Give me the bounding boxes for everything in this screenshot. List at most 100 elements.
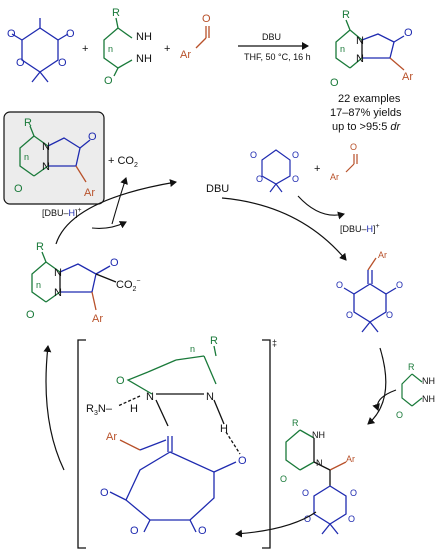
atom-O-top: O — [104, 75, 113, 87]
cycle-meldrum-O-3: O — [256, 174, 263, 184]
dbuh-left-label: [DBU–H]+ — [42, 207, 82, 218]
examples-count: 22 examples — [338, 93, 401, 105]
meldrums-acid-reactant — [11, 18, 69, 83]
knoev-O-1: O — [336, 280, 343, 290]
meldrum-o-3: O — [16, 57, 25, 69]
product-n: n — [340, 44, 345, 54]
plus-sign-2: + — [164, 43, 170, 55]
box-n: n — [24, 152, 29, 162]
arrow-knoev-to-michael — [367, 347, 387, 425]
box-N-1: N — [42, 141, 50, 153]
plus-sign-cycle: + — [314, 163, 320, 175]
transition-state-brackets — [77, 339, 271, 549]
michael-O-2: O — [350, 488, 357, 498]
transition-state-structure — [109, 345, 241, 533]
meldrums-acid-cycle — [261, 149, 291, 193]
michael-adduct — [285, 429, 347, 535]
carbox-R: R — [36, 241, 44, 253]
pyrazolidinone-cycle — [401, 373, 423, 407]
arrow-dbu-to-knoevenagel — [221, 197, 347, 261]
ts-O-1: O — [238, 455, 247, 467]
catalyst-label: DBU — [262, 32, 281, 42]
atom-NH-top-1: NH — [136, 31, 152, 43]
michael-O-4: O — [348, 514, 355, 524]
ts-R: R — [210, 335, 218, 347]
cyc-pyr-NH-2: NH — [422, 394, 435, 404]
cycle-aldehyde-Ar: Ar — [330, 172, 339, 182]
knoev-O-3: O — [346, 310, 353, 320]
aldehyde-Ar: Ar — [180, 49, 191, 61]
conditions-label: THF, 50 °C, 16 h — [244, 52, 311, 62]
atom-n-top: n — [108, 44, 113, 54]
product-O-1: O — [404, 27, 413, 39]
arrow-pyrazolidinone-entry — [372, 389, 397, 411]
knoevenagel-adduct — [343, 257, 397, 333]
atom-R-top: R — [112, 7, 120, 19]
aldehyde-cycle — [345, 154, 358, 173]
cycle-meldrum-O-1: O — [250, 150, 257, 160]
cyc-pyr-O: O — [396, 410, 403, 420]
bicyclic-product — [335, 19, 405, 71]
michael-O-3: O — [304, 514, 311, 524]
box-Ar: Ar — [84, 187, 95, 199]
arrow-decarboxylation — [111, 177, 128, 225]
yield-range: 17–87% yields — [330, 107, 402, 119]
carboxylate-label: CO2− — [116, 278, 141, 293]
ts-O-3: O — [130, 525, 139, 537]
ts-O-2: O — [100, 487, 109, 499]
michael-O-lactam: O — [280, 474, 287, 484]
carboxylate-intermediate — [31, 251, 117, 311]
ts-Ar: Ar — [106, 431, 117, 443]
arrow-ts-to-carboxylate — [43, 345, 65, 471]
knoev-Ar: Ar — [378, 250, 387, 260]
carbox-N-2: N — [54, 287, 62, 299]
arrow-reagent-uptake — [297, 195, 345, 220]
dr-ratio: up to >95:5 dr — [332, 121, 402, 133]
ts-O-lactam: O — [116, 375, 125, 387]
box-O-1: O — [88, 131, 97, 143]
meldrum-o-1: O — [7, 28, 16, 40]
knoev-O-2: O — [396, 280, 403, 290]
michael-Ar: Ar — [346, 454, 355, 464]
knoev-O-4: O — [386, 310, 393, 320]
ts-N-1: N — [146, 391, 154, 403]
cycle-meldrum-O-4: O — [292, 174, 299, 184]
michael-NH: NH — [312, 430, 325, 440]
michael-N: N — [316, 458, 323, 468]
cyc-pyr-NH-1: NH — [422, 376, 435, 386]
aldehyde-O: O — [202, 13, 211, 25]
dbu-center-label: DBU — [206, 183, 229, 195]
ts-n: n — [190, 344, 195, 354]
dbuh-right-label: [DBU–H]+ — [340, 223, 380, 234]
product-O-2: O — [330, 77, 339, 89]
product-N-2: N — [356, 53, 364, 65]
arrow-michael-to-ts — [235, 511, 317, 538]
ts-O-4: O — [198, 525, 207, 537]
carbox-Ar: Ar — [92, 313, 103, 325]
meldrum-o-4: O — [58, 57, 67, 69]
product-highlight-box — [3, 111, 105, 205]
carbox-O-2: O — [26, 309, 35, 321]
product-Ar: Ar — [402, 71, 413, 83]
atom-NH-top-2: NH — [136, 53, 152, 65]
pyrazolidinone-reactant — [103, 17, 133, 77]
carbox-O-1: O — [110, 257, 119, 269]
plus-sign-1: + — [82, 43, 88, 55]
arrow-carboxylate-to-product — [55, 179, 177, 245]
cyc-pyr-R: R — [408, 362, 415, 372]
product-N-1: N — [356, 35, 364, 47]
box-N-2: N — [42, 161, 50, 173]
carbox-n: n — [36, 280, 41, 290]
carbox-N-1: N — [54, 267, 62, 279]
arrow-dbuh-left — [91, 221, 127, 229]
ts-H-top: H — [220, 423, 228, 435]
co2-release-label: + CO2 — [108, 155, 138, 169]
michael-O-1: O — [302, 488, 309, 498]
cycle-meldrum-O-2: O — [292, 150, 299, 160]
aldehyde-reactant — [195, 26, 210, 49]
product-R: R — [342, 9, 350, 21]
ts-double-dagger: ‡ — [272, 338, 277, 348]
box-R: R — [24, 117, 32, 129]
boxed-product — [19, 125, 91, 183]
